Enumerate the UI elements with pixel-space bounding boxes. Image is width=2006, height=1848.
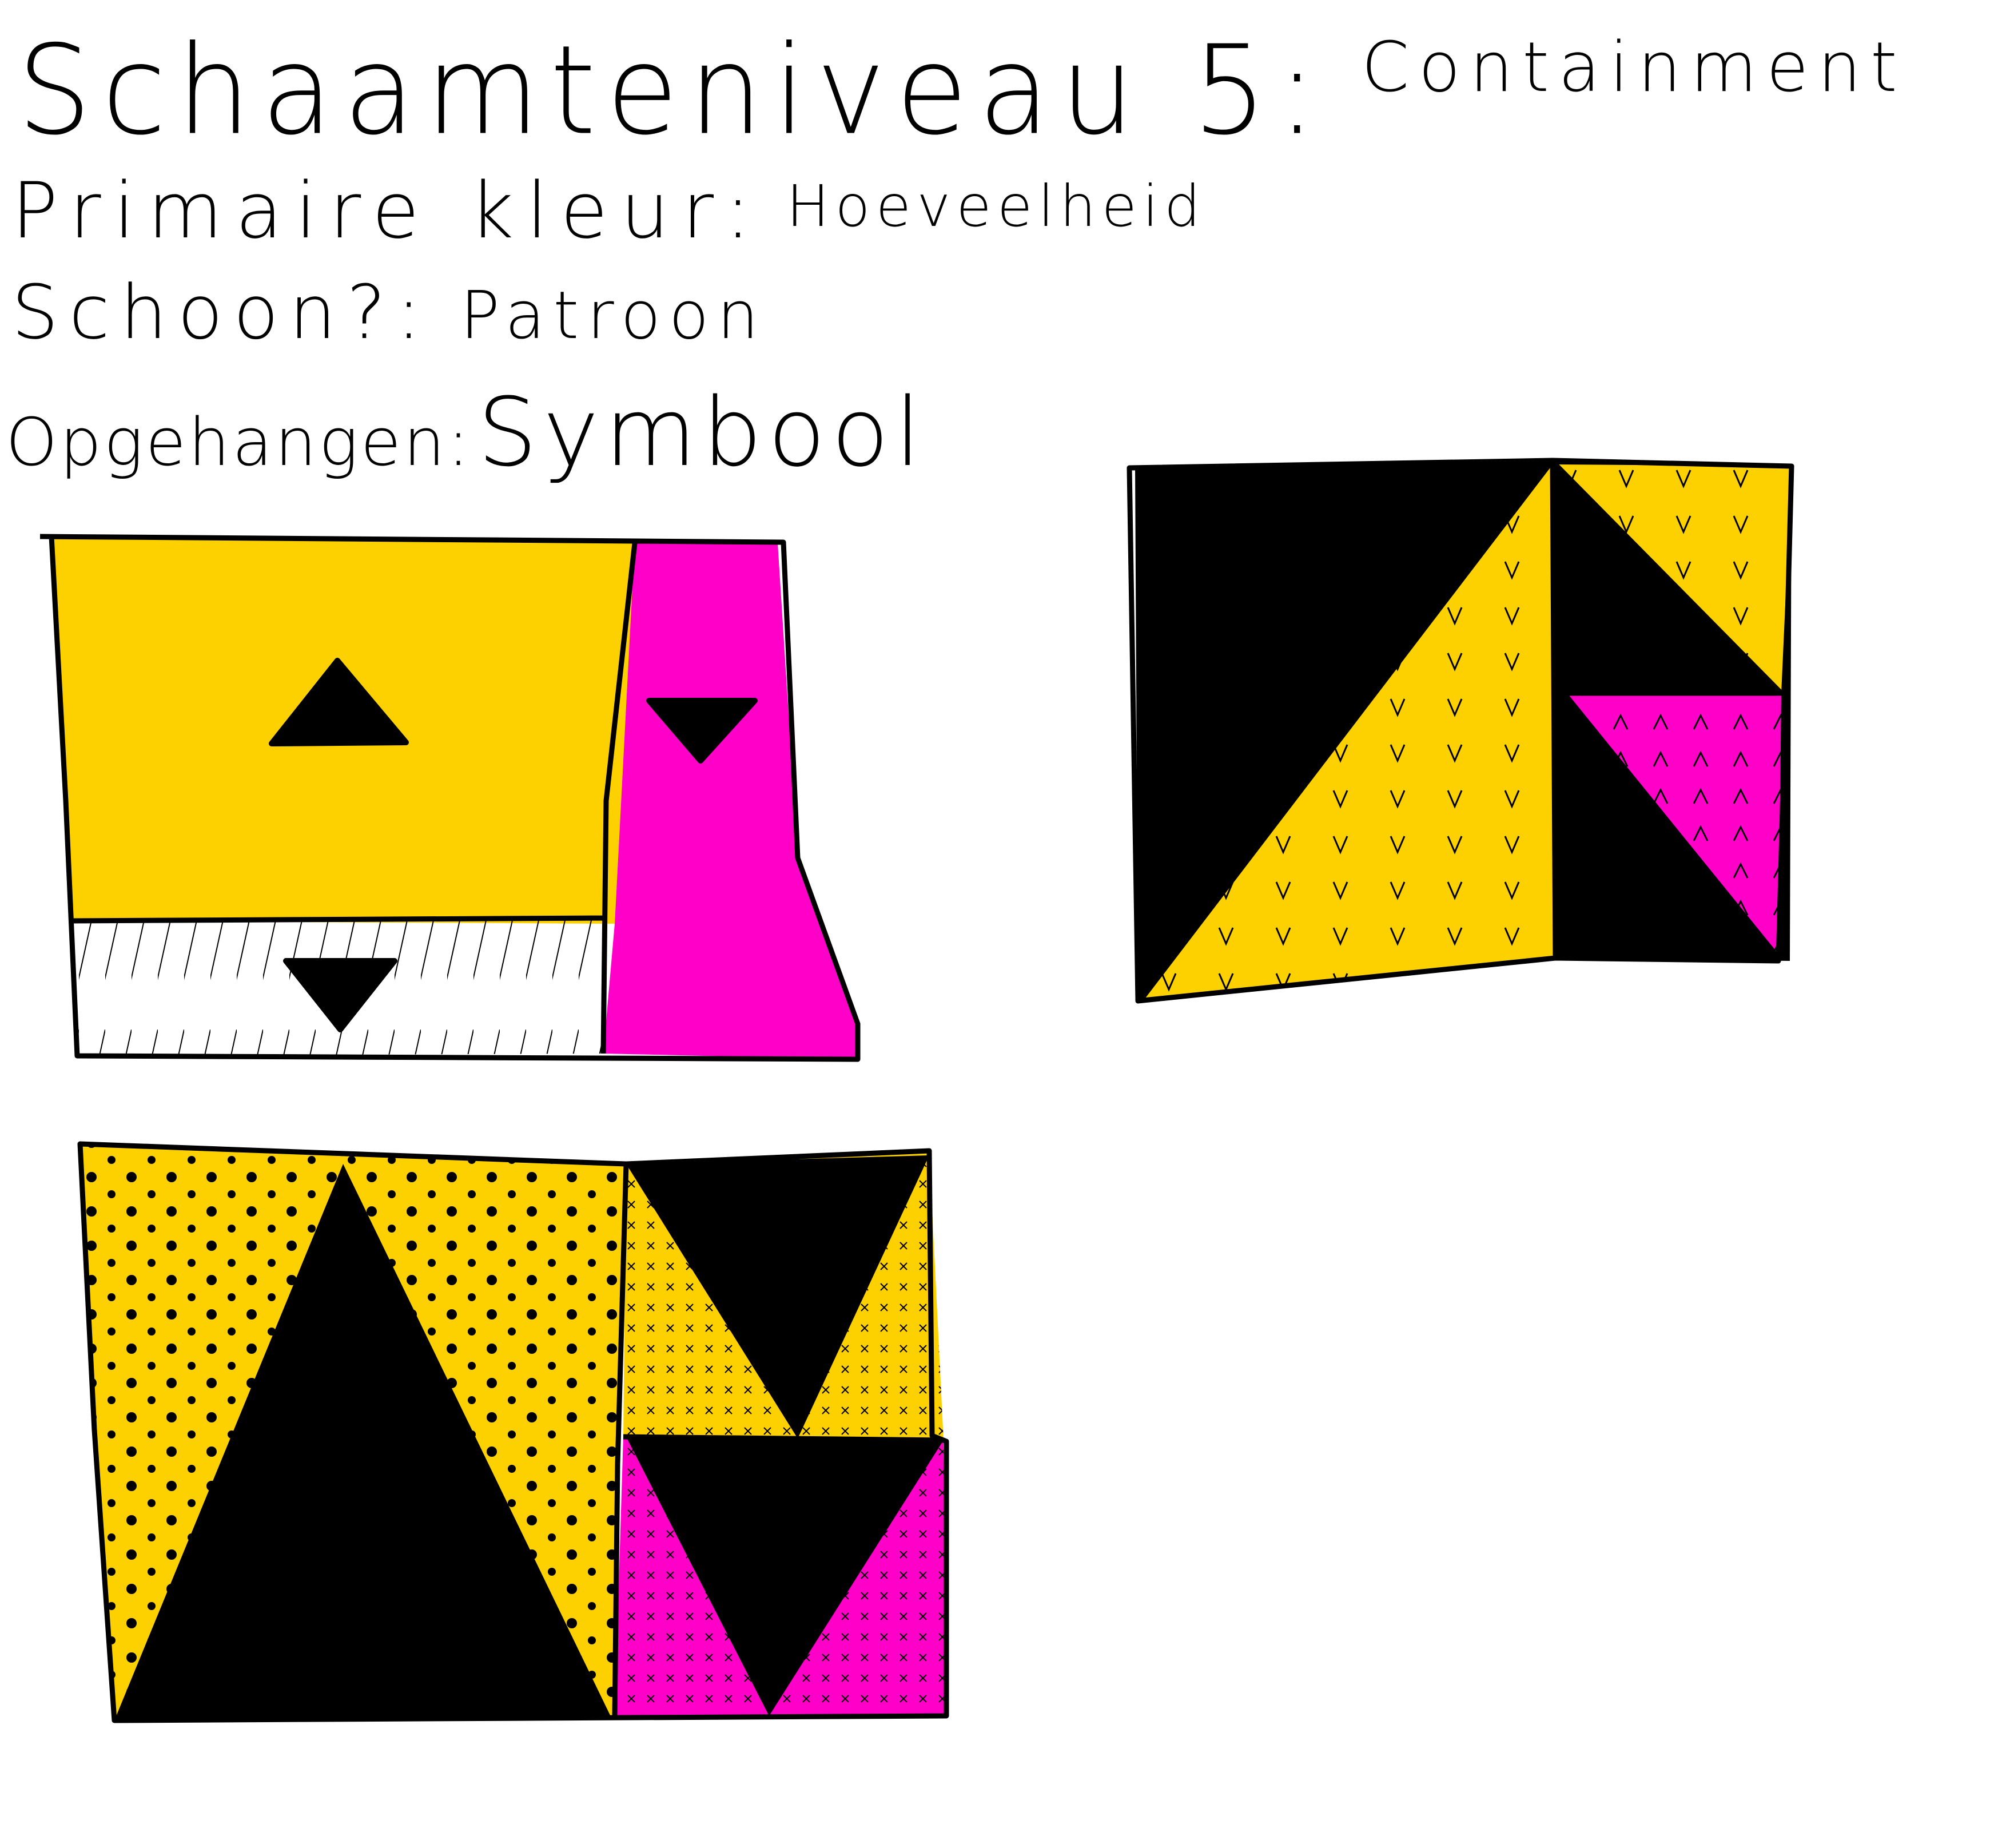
flag-3-sketch — [77, 1141, 949, 1723]
flag-2-outline — [1127, 458, 1794, 1004]
flag-3-black-triangle-icon — [114, 1164, 612, 1720]
clean-value: Patroon — [460, 277, 767, 354]
shame-level-label: Schaamteniveau 5: — [17, 19, 1327, 162]
flag-1-outline — [39, 534, 861, 1062]
flag-1-triangle-down-icon — [646, 698, 758, 764]
hung-label: Opgehangen: — [6, 404, 472, 481]
flag-1-sketch — [39, 534, 861, 1062]
flag-1-magenta-field — [603, 542, 858, 1059]
primary-color-label: Primaire kleur: — [11, 166, 764, 256]
hung-value: Symbool — [477, 377, 927, 487]
flag-1-triangle-up-icon — [269, 658, 409, 746]
primary-color-line: Primaire kleur: Hoeveelheid — [11, 166, 1206, 256]
flag-3-black-inverted-triangle-icon — [626, 1155, 929, 1438]
flag-3-lower-inverted-triangle-icon — [626, 1437, 944, 1716]
clean-label: Schoon?: — [11, 269, 432, 356]
flag-2-sketch — [1127, 458, 1794, 1004]
flag-3-outline — [77, 1141, 949, 1723]
handwritten-notes: Schaamteniveau 5: Containment Primaire kl… — [0, 0, 2006, 515]
shame-level-value: Containment — [1361, 28, 1907, 108]
clean-line: Schoon?: Patroon — [11, 269, 767, 356]
primary-color-value: Hoeveelheid — [786, 173, 1207, 240]
flag-1-triangle-down-lower-icon — [283, 958, 397, 1032]
shame-level-line: Schaamteniveau 5: Containment — [17, 19, 1907, 162]
hung-line: Opgehangen:Symbool — [6, 377, 927, 487]
